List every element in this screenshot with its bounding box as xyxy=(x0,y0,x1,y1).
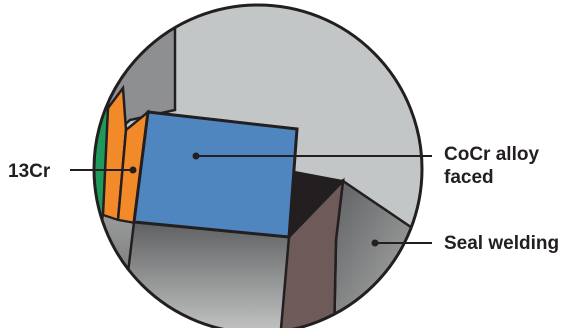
label-cocr-alloy-faced: CoCr alloy faced xyxy=(444,143,539,189)
leader-dot-13cr xyxy=(129,166,137,174)
brown-plate xyxy=(278,177,345,328)
label-cocr-line2: faced xyxy=(444,167,494,188)
label-13cr: 13Cr xyxy=(8,161,51,182)
label-cocr-line1: CoCr alloy xyxy=(444,144,540,165)
label-seal-welding: Seal welding xyxy=(444,233,560,254)
bottom-base-block xyxy=(118,220,291,328)
leader-dot-seal-welding xyxy=(371,239,379,247)
cocr-alloy-faced-block xyxy=(132,110,299,239)
leader-dot-cocr xyxy=(192,152,200,160)
